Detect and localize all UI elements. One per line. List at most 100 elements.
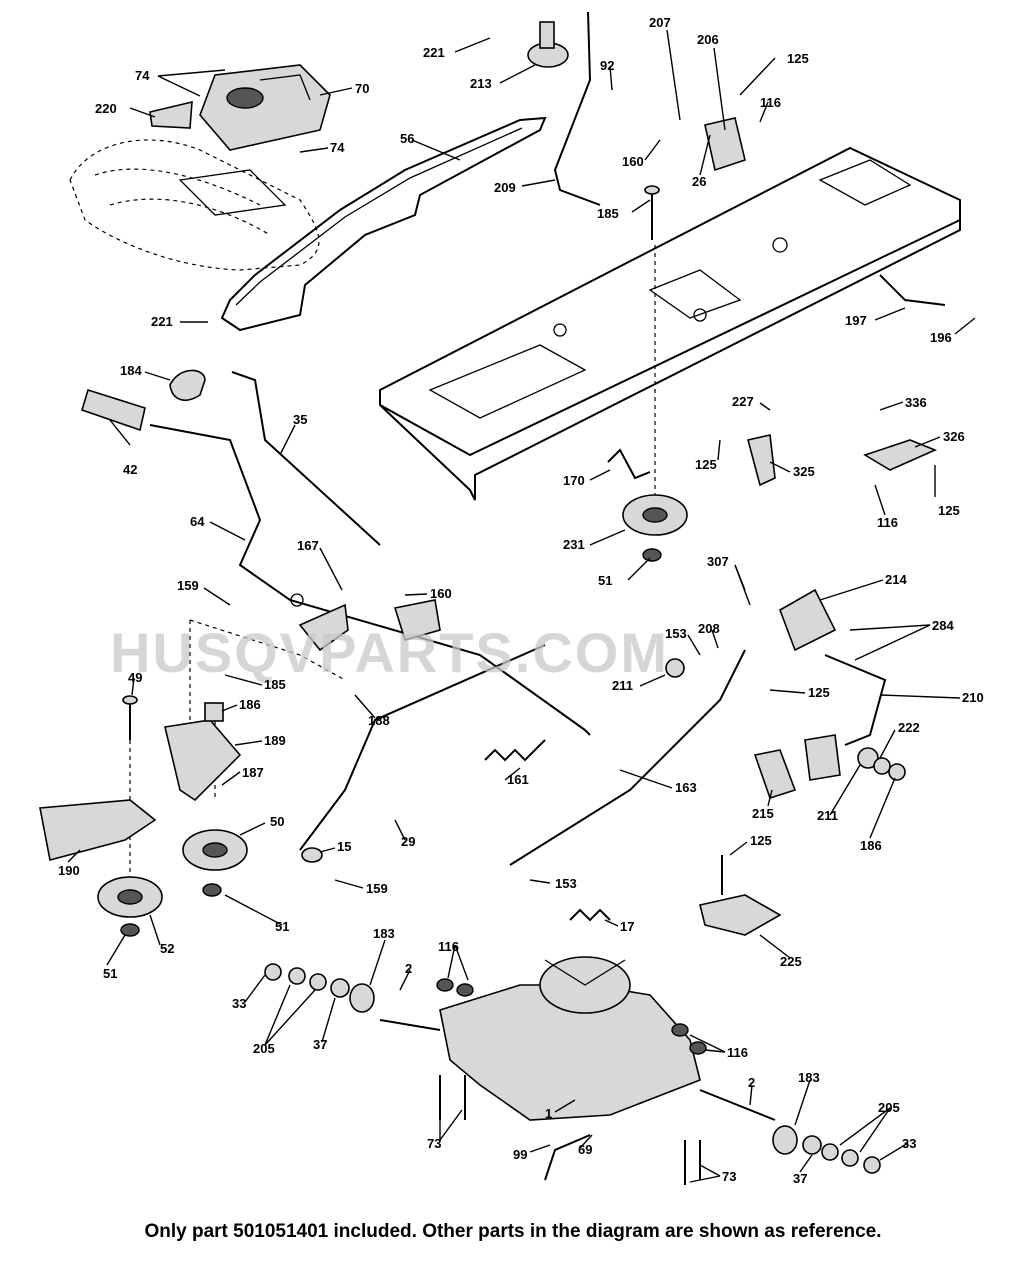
grip-42 (81, 388, 146, 432)
bolt-49 (122, 695, 138, 740)
brake-link-197 (879, 274, 946, 306)
callout-214: 214 (885, 572, 907, 587)
callout-56: 56 (400, 131, 414, 146)
callout-2b: 2 (748, 1075, 755, 1090)
callout-188: 188 (368, 713, 390, 728)
callout-213: 213 (470, 76, 492, 91)
pulley-50 (182, 829, 248, 871)
decal (149, 100, 193, 129)
callout-185: 185 (597, 206, 619, 221)
callout-42: 42 (123, 462, 137, 477)
pulley-231 (622, 245, 688, 562)
callout-37: 37 (313, 1037, 327, 1052)
parts-diagram: HUSQVPARTS.COM (39, 11, 984, 1186)
callout-211: 211 (612, 678, 633, 693)
callout-125b: 125 (695, 457, 717, 472)
callout-190: 190 (58, 863, 80, 878)
nut-51-left (120, 883, 222, 937)
callout-51c: 51 (103, 966, 117, 981)
callout-210: 210 (962, 690, 984, 705)
knob-184 (169, 369, 206, 401)
callout-33: 33 (232, 996, 246, 1011)
callout-167: 167 (297, 538, 319, 553)
callout-64: 64 (190, 514, 205, 529)
callout-125: 125 (787, 51, 809, 66)
callout-49: 49 (128, 670, 142, 685)
callout-196: 196 (930, 330, 952, 345)
callout-153b: 153 (555, 876, 577, 891)
bracket-190 (39, 799, 157, 861)
callout-220: 220 (95, 101, 117, 116)
callout-125e: 125 (750, 833, 772, 848)
callout-207: 207 (649, 15, 671, 30)
callout-51b: 51 (275, 919, 289, 934)
pulley-52 (97, 876, 163, 918)
bracket-225 (699, 855, 782, 936)
callout-92: 92 (600, 58, 614, 73)
shift-rod (553, 11, 601, 206)
callout-205: 205 (253, 1041, 275, 1056)
callout-205b: 205 (878, 1100, 900, 1115)
callout-29: 29 (401, 834, 415, 849)
callout-33b: 33 (902, 1136, 916, 1151)
rod-35 (231, 371, 381, 546)
callout-50: 50 (270, 814, 284, 829)
bracket-assembly-center (290, 593, 441, 652)
callout-225: 225 (780, 954, 802, 969)
callout-52: 52 (160, 941, 174, 956)
callout-197: 197 (845, 313, 867, 328)
callout-125c: 125 (938, 503, 960, 518)
seat-outline (69, 139, 320, 271)
main-frame (379, 146, 961, 501)
bracket-326 (863, 439, 938, 471)
callout-209: 209 (494, 180, 516, 195)
spacer-186 (204, 702, 224, 722)
dashed-guides-left (129, 619, 346, 880)
idler-bracket-189 (164, 719, 242, 802)
callout-26: 26 (692, 174, 706, 189)
callout-51: 51 (598, 573, 612, 588)
callout-160: 160 (622, 154, 644, 169)
drive-belt (220, 116, 547, 332)
bracket-206 (704, 117, 746, 172)
callout-74: 74 (135, 68, 150, 83)
callout-215: 215 (752, 806, 774, 821)
axle-washers-right (772, 1125, 881, 1174)
callout-116b: 116 (877, 515, 898, 530)
nuts-116 (436, 978, 707, 1055)
callout-17: 17 (620, 919, 634, 934)
callout-159: 159 (177, 578, 199, 593)
spring-17 (569, 908, 611, 922)
callout-221: 221 (423, 45, 445, 60)
callout-153: 153 (665, 626, 687, 641)
callout-186b: 186 (860, 838, 882, 853)
callout-211b: 211 (817, 808, 838, 823)
callout-99: 99 (513, 1147, 527, 1162)
transaxle-1 (379, 956, 776, 1121)
leader-lines (67, 29, 976, 1183)
pedal-arm-210 (804, 654, 887, 781)
callout-35: 35 (293, 412, 307, 427)
callout-184: 184 (120, 363, 142, 378)
callout-336: 336 (905, 395, 927, 410)
callout-69: 69 (578, 1142, 592, 1157)
callout-227: 227 (732, 394, 754, 409)
callout-116d: 116 (727, 1045, 748, 1060)
callout-221b: 221 (151, 314, 173, 329)
bracket-325 (747, 434, 776, 487)
callout-labels: 221 213 207 206 125 74 70 220 74 56 92 1… (58, 15, 984, 1186)
callout-307: 307 (707, 554, 729, 569)
callout-183b: 183 (798, 1070, 820, 1085)
callout-73: 73 (427, 1136, 441, 1151)
callout-189: 189 (264, 733, 286, 748)
callout-15: 15 (337, 839, 351, 854)
callout-206: 206 (697, 32, 719, 47)
footer-note: Only part 501051401 included. Other part… (144, 1221, 882, 1242)
callout-183: 183 (373, 926, 395, 941)
spring-161 (484, 739, 546, 762)
callout-160b: 160 (430, 586, 452, 601)
callout-187: 187 (242, 765, 264, 780)
callout-161: 161 (507, 772, 529, 787)
axle-washers-left (264, 963, 375, 1013)
spring-170 (607, 448, 651, 480)
